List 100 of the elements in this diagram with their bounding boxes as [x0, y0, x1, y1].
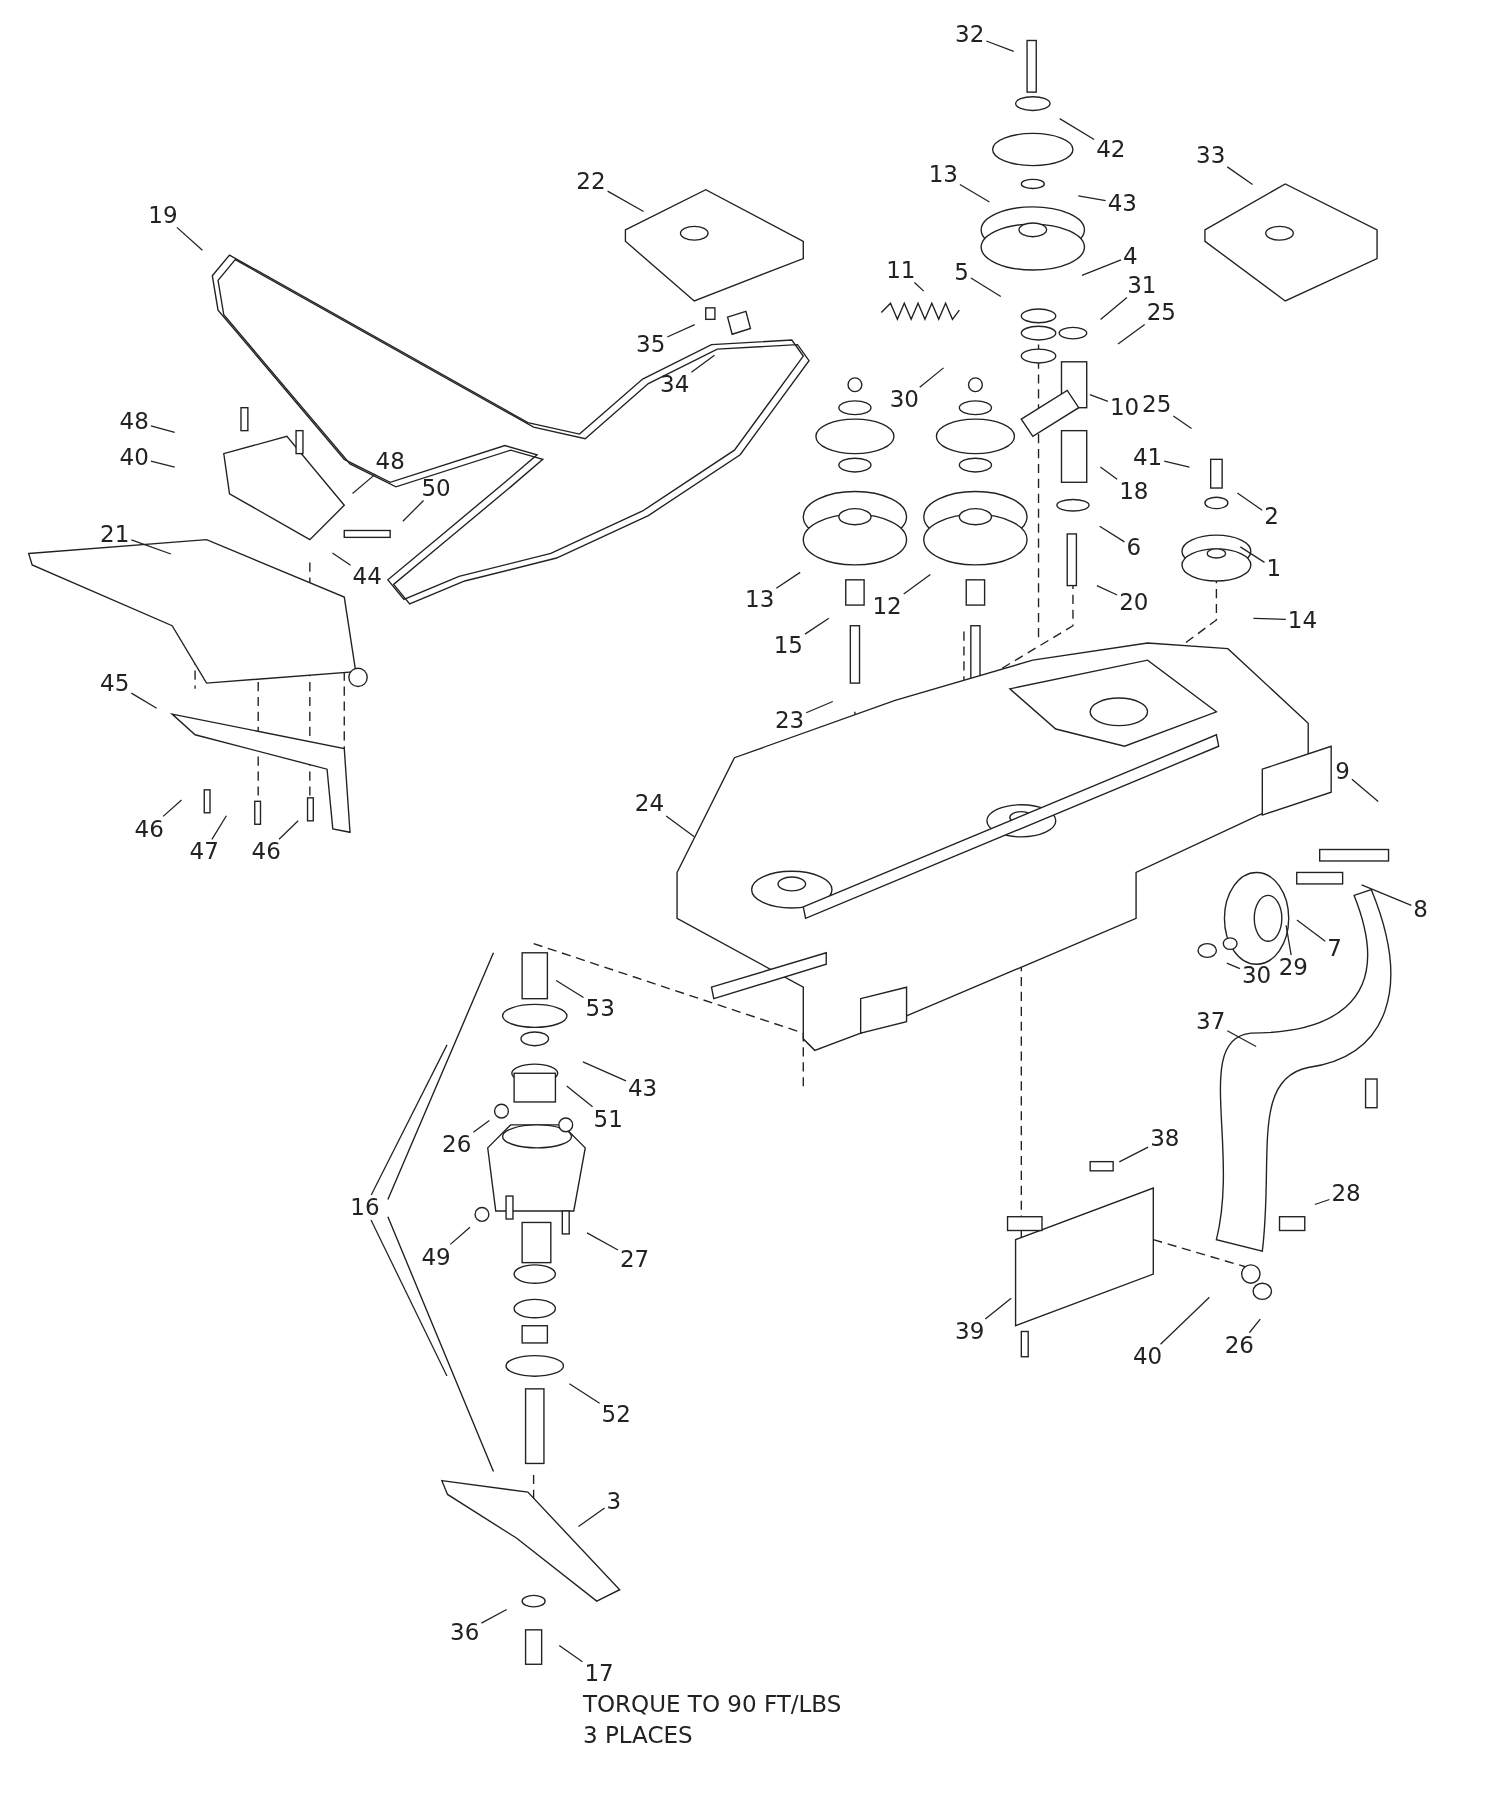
leader-line — [555, 979, 585, 999]
callout-number: 50 — [421, 476, 451, 500]
leader-line — [1077, 195, 1107, 202]
leader-line — [903, 573, 931, 595]
callout-number: 31 — [1127, 273, 1157, 297]
callout-number: 4 — [1123, 244, 1138, 268]
leader-line — [1226, 1030, 1257, 1048]
leader-line — [1163, 460, 1191, 468]
leader-line — [1226, 962, 1241, 970]
callout-number: 33 — [1196, 143, 1226, 167]
callout-number: 42 — [1096, 137, 1126, 161]
leader-line — [1252, 617, 1287, 621]
leader-line — [775, 571, 801, 589]
callout-number: 47 — [189, 840, 219, 863]
note-text: TORQUE TO 90 FT/LBS 3 PLACES — [582, 1690, 843, 1751]
callout-number: 45 — [100, 671, 130, 695]
callout-number: 17 — [584, 1661, 614, 1685]
leader-line — [1351, 778, 1379, 803]
callout-number: 3 — [606, 1489, 622, 1513]
callout-number: 46 — [251, 840, 281, 863]
leader-line — [1285, 924, 1292, 956]
callout-number: 13 — [928, 162, 958, 186]
leader-line — [913, 281, 925, 292]
callout-number: 37 — [1196, 1009, 1226, 1033]
callout-number: 26 — [1224, 1333, 1254, 1357]
leader-line — [582, 1061, 627, 1082]
leader-line — [130, 539, 172, 555]
callout-number: 46 — [134, 817, 164, 841]
leader-line — [402, 499, 425, 522]
callout-number: 48 — [375, 449, 405, 473]
callout-number: 40 — [119, 445, 149, 469]
leader-line — [568, 1383, 601, 1404]
callout-number: 1 — [1266, 556, 1282, 580]
leader-line — [150, 425, 176, 434]
callout-number: 19 — [148, 203, 178, 227]
callout-number: 14 — [1287, 608, 1318, 632]
leader-line — [1099, 466, 1118, 480]
callout-number: 44 — [352, 564, 382, 588]
leader-line — [480, 1608, 508, 1624]
callout-number: 13 — [745, 587, 775, 611]
callout-number: 28 — [1331, 1181, 1361, 1205]
callout-number: 53 — [585, 996, 615, 1020]
leader-line — [586, 1232, 619, 1251]
leader-line — [472, 1119, 490, 1133]
callout-number: 30 — [889, 387, 919, 411]
callout-number: 23 — [774, 708, 805, 731]
leader-line — [1099, 296, 1128, 321]
leader-line — [211, 815, 227, 840]
leader-line — [370, 1044, 448, 1196]
leader-line — [959, 183, 991, 203]
leader-line — [176, 226, 204, 251]
callout-number: 11 — [886, 258, 916, 282]
leader-line — [690, 354, 716, 373]
leader-line — [607, 190, 645, 213]
leader-line — [558, 1644, 583, 1663]
callout-number: 27 — [619, 1247, 650, 1271]
leader-line — [805, 700, 834, 714]
leader-line — [984, 1297, 1012, 1320]
callout-number: 21 — [100, 522, 130, 546]
leader-line — [278, 820, 299, 840]
callout-number: 9 — [1335, 759, 1350, 783]
callout-number: 25 — [1146, 300, 1176, 324]
callout-number: 25 — [1142, 392, 1172, 416]
callout-number: 8 — [1413, 897, 1428, 921]
leader-line — [1296, 919, 1326, 942]
leader-line — [449, 1226, 471, 1245]
leader-line — [1226, 166, 1254, 186]
leader-line — [1089, 394, 1109, 403]
callout-number: 15 — [773, 633, 803, 657]
callout-number: 24 — [634, 791, 665, 815]
leader-line — [666, 324, 696, 338]
callout-number: 51 — [593, 1107, 623, 1131]
leader-line — [370, 1219, 448, 1377]
callout-number: 2 — [1264, 504, 1279, 528]
callout-number: 39 — [955, 1319, 985, 1343]
leader-line — [566, 1085, 594, 1108]
callout-number: 6 — [1126, 535, 1142, 559]
callout-number: 36 — [450, 1620, 480, 1644]
callout-number: 10 — [1109, 395, 1140, 419]
callout-number: 32 — [955, 22, 985, 46]
leader-line — [150, 460, 176, 468]
leader-line — [1096, 585, 1118, 596]
leader-line — [351, 473, 376, 495]
callout-number: 20 — [1119, 590, 1149, 614]
leader-line — [970, 277, 1002, 298]
callout-number: 43 — [628, 1076, 658, 1100]
callout-number: 12 — [872, 594, 902, 618]
leader-line — [1118, 1146, 1149, 1163]
callout-number: 34 — [660, 372, 690, 396]
callout-number: 35 — [636, 332, 666, 356]
leader-line — [1099, 525, 1126, 543]
leader-line — [1059, 118, 1095, 141]
leader-line — [1236, 492, 1263, 511]
callout-number: 52 — [601, 1402, 631, 1426]
callout-number: 43 — [1107, 191, 1137, 215]
callout-number: 22 — [576, 169, 606, 193]
leader-line — [1117, 324, 1146, 345]
leader-line — [665, 815, 695, 838]
leader-line — [1081, 259, 1122, 277]
callout-number: 7 — [1327, 936, 1342, 960]
